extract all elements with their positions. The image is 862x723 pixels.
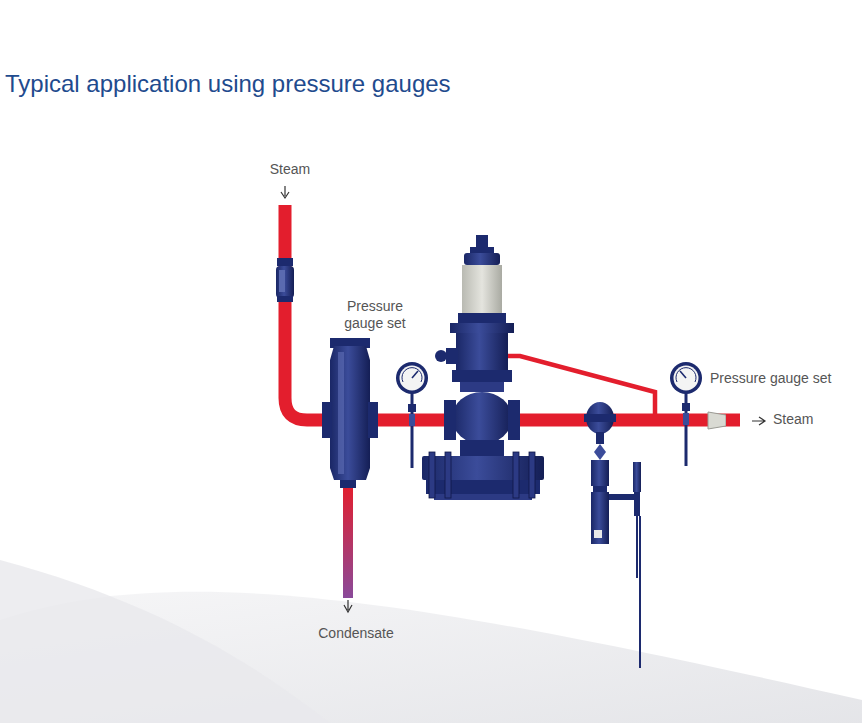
pipeline-fitting	[584, 402, 641, 668]
inlet-fitting	[276, 258, 294, 302]
flow-label: Steam	[773, 411, 833, 428]
flange-bolt	[513, 452, 519, 498]
flow-arrow	[344, 600, 352, 612]
pressure-gauge	[396, 362, 428, 468]
sensing-line	[505, 356, 655, 416]
component-label: Pressure gauge set	[710, 370, 858, 387]
component-label: Pressure gauge set	[334, 298, 416, 332]
condensate-pipe	[343, 485, 353, 598]
flow-arrow	[752, 417, 765, 425]
pressure-reducing-valve	[422, 235, 544, 500]
flange-bolts	[429, 452, 535, 498]
page-title: Typical application using pressure gauge…	[5, 70, 451, 98]
background-swoosh	[0, 560, 330, 723]
flow-arrow	[281, 186, 289, 198]
pipe-reducer	[708, 412, 738, 429]
flange-bolt	[445, 452, 451, 498]
separator	[322, 338, 378, 488]
flow-label: Condensate	[306, 625, 406, 642]
flange-bolt	[529, 452, 535, 498]
flow-label: Steam	[267, 161, 313, 178]
flange-bolt	[429, 452, 435, 498]
pressure-gauge	[670, 362, 702, 466]
